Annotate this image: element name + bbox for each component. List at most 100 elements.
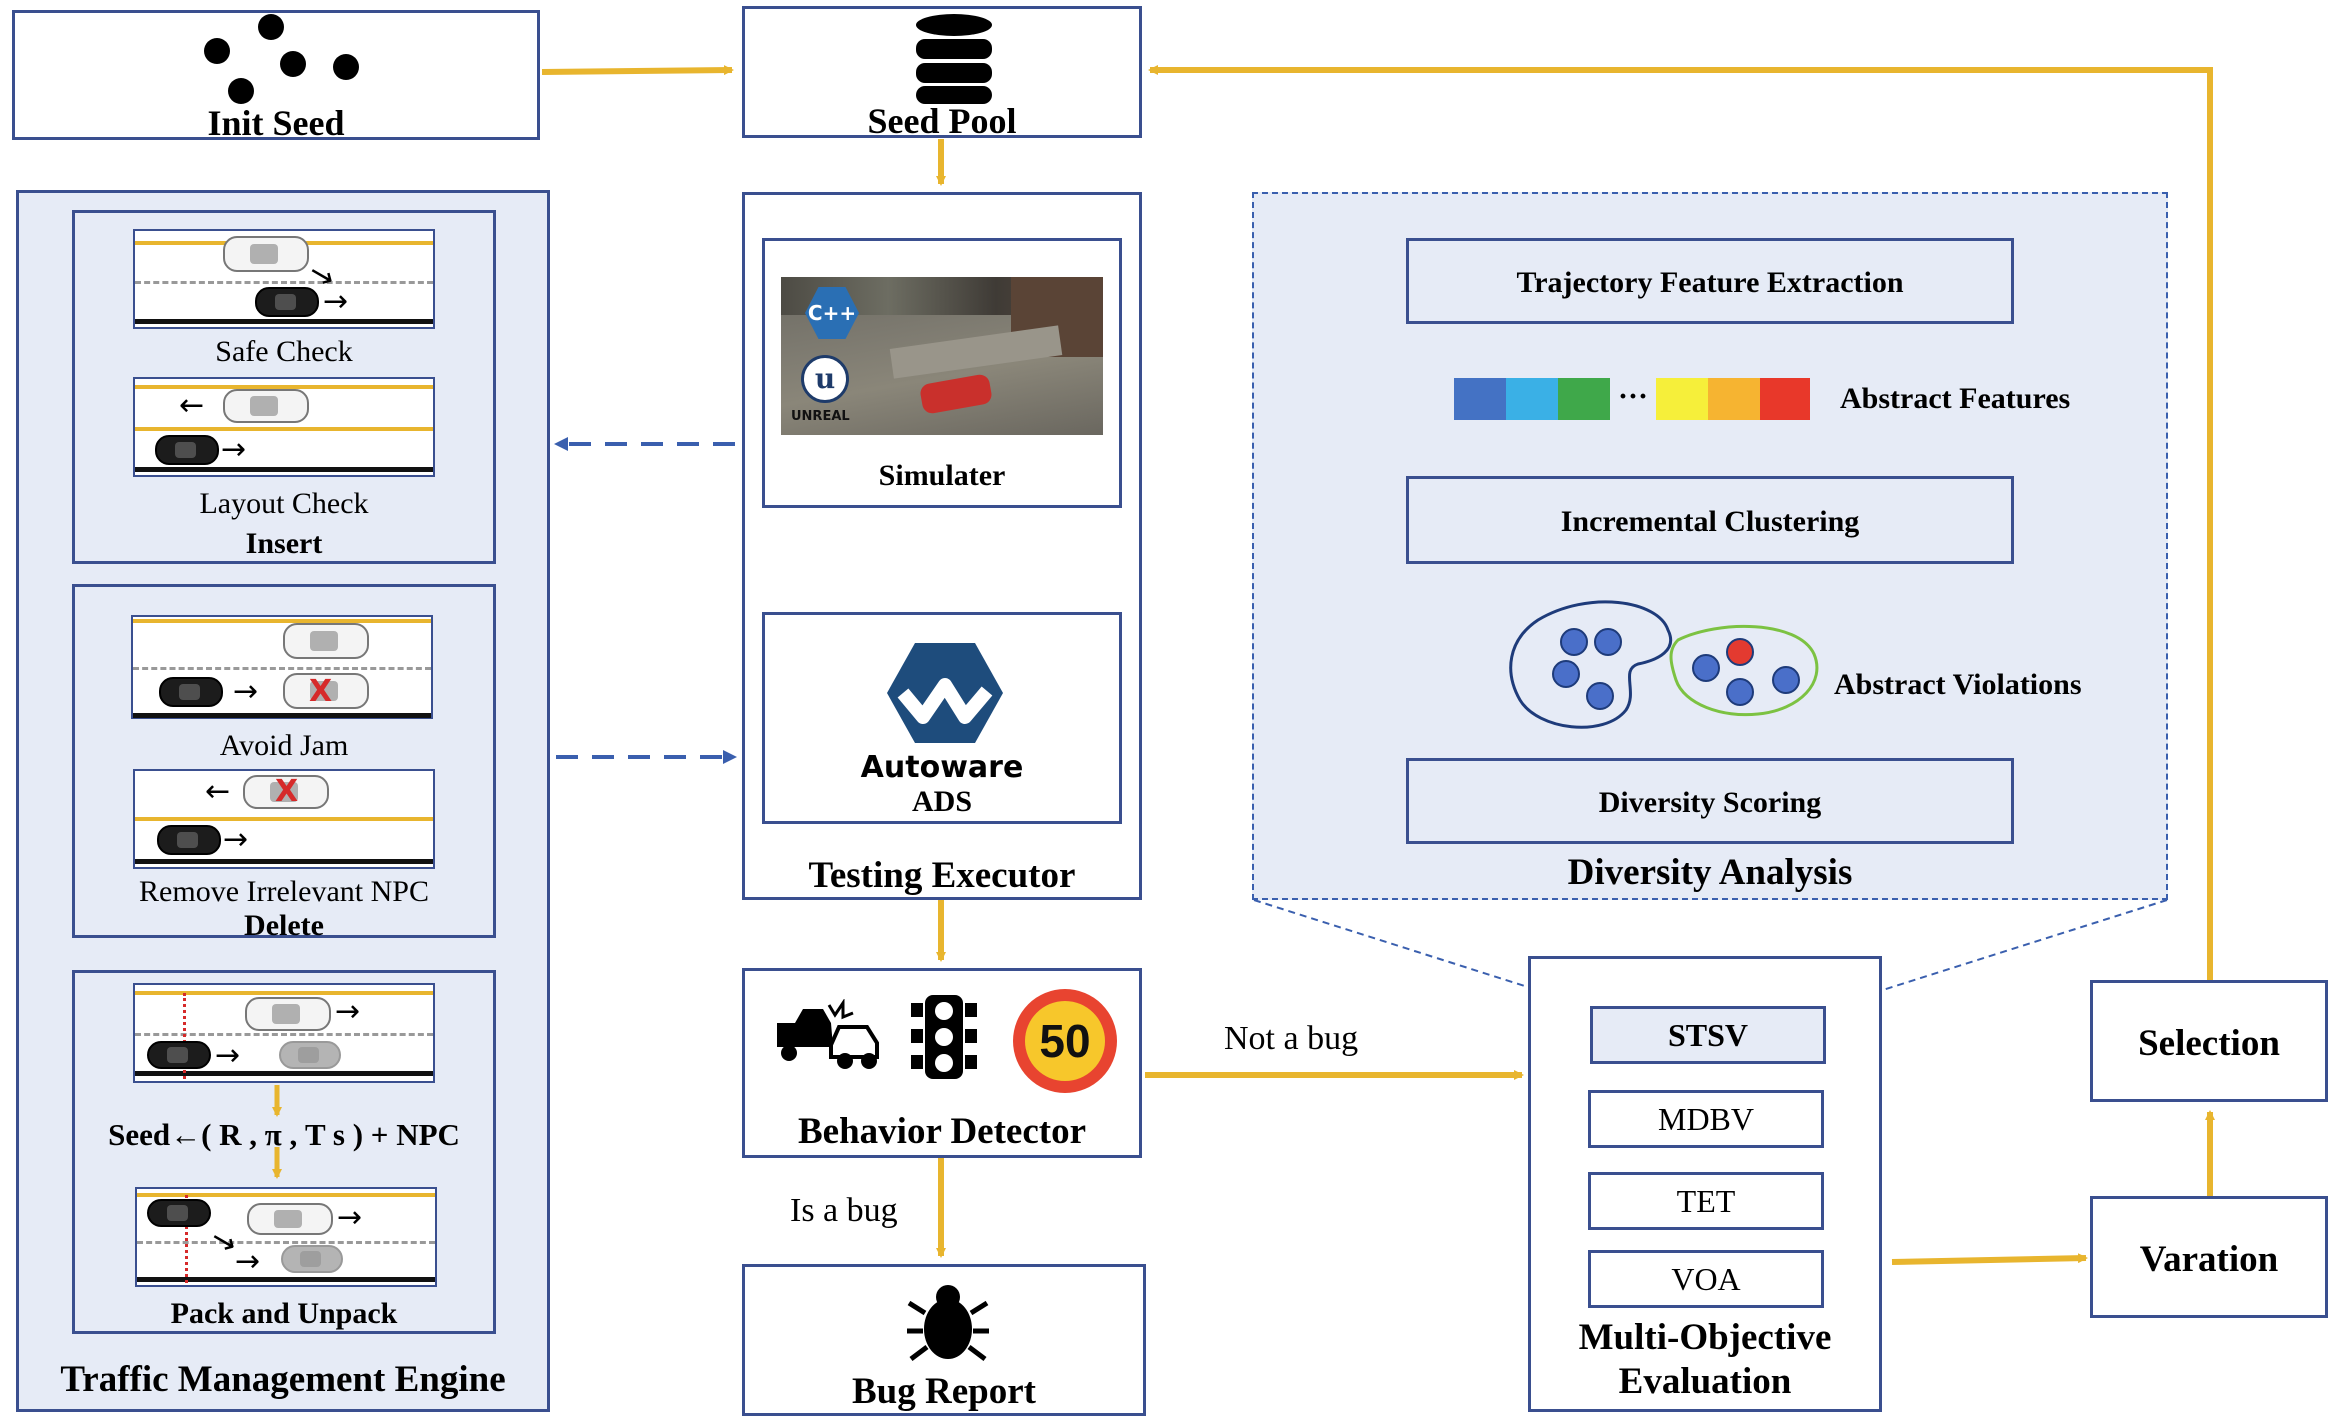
- violation-clusters-icon: [1509, 600, 1819, 729]
- traffic-engine-title: Traffic Management Engine: [60, 1359, 506, 1400]
- traffic-light-icon: [911, 995, 977, 1079]
- variation-box: Varation: [2090, 1196, 2328, 1318]
- pack-unpack-label: Pack and Unpack: [170, 1297, 398, 1330]
- arrow-init-to-pool: [541, 65, 734, 76]
- speed-limit-value: 50: [1025, 1001, 1105, 1081]
- ego-car: [155, 435, 219, 465]
- insert-label: Insert: [245, 527, 323, 560]
- forward-arrow-icon: →: [337, 1200, 363, 1235]
- feature-cell-6: [1760, 378, 1810, 420]
- unreal-text: UNREAL: [791, 409, 850, 424]
- npc-car: [223, 236, 309, 272]
- feature-ellipsis: ···: [1617, 380, 1648, 413]
- layout-check-scene: ← →: [133, 377, 435, 477]
- feature-cell-5: [1708, 378, 1760, 420]
- forward-arrow-icon: →: [233, 674, 259, 709]
- backward-arrow-icon: ←: [205, 774, 231, 809]
- avoid-jam-label: Avoid Jam: [219, 729, 349, 762]
- metric-tet: TET: [1588, 1172, 1824, 1230]
- feature-cell-4: [1656, 378, 1708, 420]
- simulator-label: Simulater: [878, 459, 1006, 492]
- metric-stsv: STSV: [1590, 1006, 1826, 1064]
- is-a-bug-label: Is a bug: [790, 1192, 898, 1229]
- irrelevant-npc-car: [243, 775, 329, 809]
- speed-limit-sign-icon: 50: [1013, 989, 1117, 1093]
- remove-x-icon: X: [275, 774, 299, 809]
- insert-box: → → Safe Check ← → Layout Check Insert: [72, 210, 496, 564]
- layout-check-label: Layout Check: [199, 487, 369, 520]
- simulator-screenshot: C++ u UNREAL: [781, 277, 1103, 435]
- ghost-npc-car: [279, 1041, 341, 1069]
- ego-car: [159, 677, 223, 707]
- trajectory-label: Trajectory Feature Extraction: [1516, 266, 1904, 299]
- selection-label: Selection: [2138, 1023, 2280, 1064]
- variation-label: Varation: [2139, 1239, 2279, 1280]
- blocking-npc-car: [283, 673, 369, 709]
- feature-cell-3: [1558, 378, 1610, 420]
- clustering-label: Incremental Clustering: [1560, 505, 1860, 538]
- trajectory-box: Trajectory Feature Extraction: [1406, 238, 2014, 324]
- init-seed-box: Init Seed: [12, 10, 540, 143]
- remove-npc-scene: ← X →: [133, 769, 435, 869]
- moe-title-line1: Multi-Objective: [1578, 1317, 1832, 1358]
- bug-report-box: Bug Report: [742, 1264, 1146, 1416]
- abstract-violations-label: Abstract Violations: [1834, 668, 2082, 701]
- init-seed-label: Init Seed: [207, 103, 345, 143]
- delete-box: → X Avoid Jam ← X → Remove Irrelevant NP…: [72, 584, 496, 942]
- autoware-wordmark: Autoware: [860, 750, 1024, 785]
- bug-report-label: Bug Report: [852, 1371, 1036, 1412]
- diversity-scoring-label: Diversity Scoring: [1598, 786, 1822, 819]
- seed-pool-box: Seed Pool: [742, 6, 1142, 141]
- feature-cell-2: [1506, 378, 1558, 420]
- autoware-logo-icon: [887, 643, 1003, 743]
- bug-icon: [907, 1285, 989, 1361]
- behavior-detector-label: Behavior Detector: [797, 1111, 1086, 1152]
- clustering-box: Incremental Clustering: [1406, 476, 2014, 564]
- safe-check-label: Safe Check: [215, 335, 353, 368]
- abstract-features-label: Abstract Features: [1840, 382, 2071, 415]
- metric-voa: VOA: [1588, 1250, 1824, 1308]
- ego-car: [147, 1199, 211, 1227]
- seed-dots-icon: [204, 14, 359, 104]
- feature-vector-bar: ···: [1454, 378, 1810, 420]
- arrow-moe-to-variation: [1891, 1253, 2088, 1265]
- unreal-logo-icon: u: [801, 355, 849, 403]
- pack-arrows: [272, 1085, 282, 1179]
- ads-box: Autoware ADS: [762, 612, 1122, 824]
- simulator-box: C++ u UNREAL Simulater: [762, 238, 1122, 508]
- metric-mdbv: MDBV: [1588, 1090, 1824, 1148]
- forward-arrow-icon: →: [221, 432, 247, 467]
- diversity-analysis-title: Diversity Analysis: [1567, 852, 1853, 893]
- testing-executor-title: Testing Executor: [808, 855, 1076, 896]
- arrow-selection-to-pool: [1148, 65, 2213, 985]
- feature-cell-1: [1454, 378, 1506, 420]
- forward-arrow-icon: →: [335, 994, 361, 1029]
- diversity-scoring-box: Diversity Scoring: [1406, 758, 2014, 844]
- seed-pool-label: Seed Pool: [867, 101, 1017, 141]
- npc-car: [223, 389, 309, 423]
- ads-label: ADS: [911, 785, 972, 818]
- forward-arrow-icon: →: [323, 284, 349, 319]
- not-a-bug-label: Not a bug: [1224, 1020, 1359, 1057]
- pack-scene-bottom: → → →: [135, 1187, 437, 1287]
- remove-npc-label: Remove Irrelevant NPC: [139, 875, 429, 908]
- moe-title-line2: Evaluation: [1618, 1361, 1792, 1402]
- pack-scene-top: → →: [133, 983, 435, 1083]
- delete-label: Delete: [244, 909, 324, 942]
- npc-car: [283, 623, 369, 659]
- forward-arrow-icon: →: [235, 1244, 261, 1279]
- npc-car: [245, 997, 331, 1031]
- ghost-npc-car: [281, 1245, 343, 1273]
- pack-formula: Seed←( R , π , T s ) + NPC: [108, 1117, 460, 1152]
- behavior-detector-box: 50 Behavior Detector: [742, 968, 1142, 1158]
- remove-x-icon: X: [309, 674, 333, 709]
- selection-box: Selection: [2090, 980, 2328, 1102]
- avoid-jam-scene: → X: [131, 615, 433, 719]
- backward-arrow-icon: ←: [179, 388, 205, 423]
- pack-unpack-box: → → Seed←( R , π , T s ) + NPC → → → Pac…: [72, 970, 496, 1334]
- forward-arrow-icon: →: [223, 822, 249, 857]
- ego-car: [147, 1041, 211, 1069]
- ego-car: [157, 825, 221, 855]
- npc-car: [247, 1203, 333, 1235]
